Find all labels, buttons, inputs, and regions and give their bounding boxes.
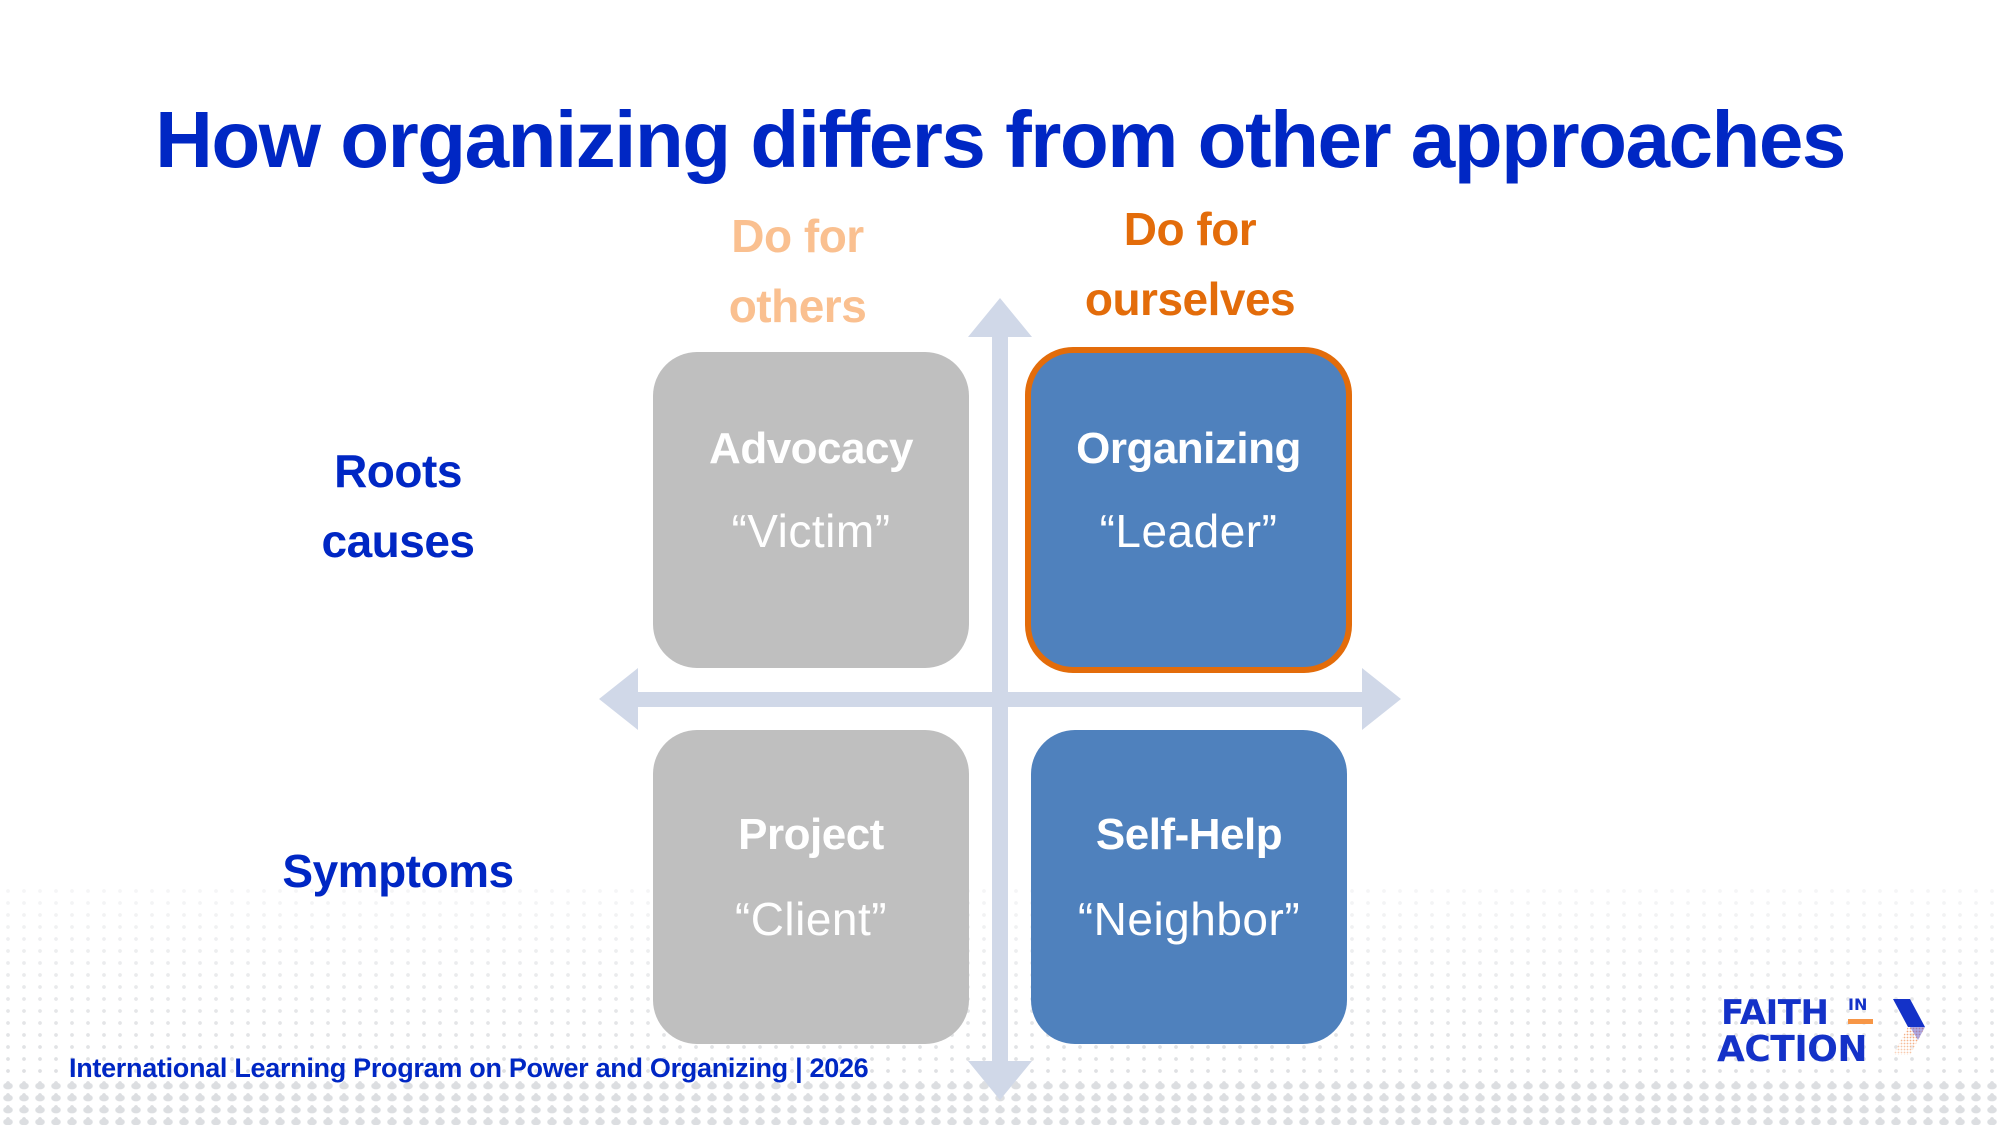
column-header-line1: Do for	[1123, 203, 1257, 255]
logo-text-in: IN	[1848, 995, 1868, 1014]
slide-footer: International Learning Program on Power …	[69, 1053, 869, 1083]
row-header-root-causes: Roots causes	[278, 436, 518, 576]
quadrant-role: “Leader”	[1099, 505, 1278, 557]
quadrant-name: Project	[738, 810, 884, 859]
quadrant-name: Organizing	[1076, 424, 1301, 473]
quadrant-name: Advocacy	[709, 424, 913, 473]
column-header-line2: ourselves	[1084, 273, 1296, 325]
horizontal-axis-arrow-icon	[599, 668, 1401, 730]
row-header-line2: causes	[321, 515, 475, 567]
quadrant-role: “Neighbor”	[1077, 893, 1301, 945]
row-header-line1: Roots	[334, 445, 462, 497]
quadrant-organizing: Organizing “Leader”	[1025, 347, 1352, 673]
quadrant-name: Self-Help	[1095, 810, 1283, 859]
faith-in-action-logo: FAITH IN ACTION	[1715, 994, 1935, 1068]
quadrant-project: Project “Client”	[653, 730, 969, 1044]
row-header-symptoms: Symptoms	[238, 836, 558, 906]
column-header-do-for-ourselves: Do for ourselves	[1040, 194, 1340, 334]
logo-text-action: ACTION	[1717, 1029, 1867, 1070]
column-header-line1: Do for	[731, 210, 864, 262]
quadrant-advocacy: Advocacy “Victim”	[653, 352, 969, 668]
quadrant-self-help: Self-Help “Neighbor”	[1031, 730, 1347, 1044]
quadrant-role: “Client”	[734, 893, 888, 945]
logo-text-faith: FAITH	[1721, 993, 1829, 1033]
column-header-line2: others	[728, 280, 867, 332]
chevron-arrow-icon	[1893, 999, 1925, 1055]
column-header-do-for-others: Do for others	[660, 201, 935, 341]
slide-title: How organizing differs from other approa…	[155, 95, 1846, 184]
row-header-line1: Symptoms	[282, 845, 514, 897]
logo-orange-bar	[1848, 1019, 1873, 1024]
quadrant-role: “Victim”	[731, 505, 891, 557]
